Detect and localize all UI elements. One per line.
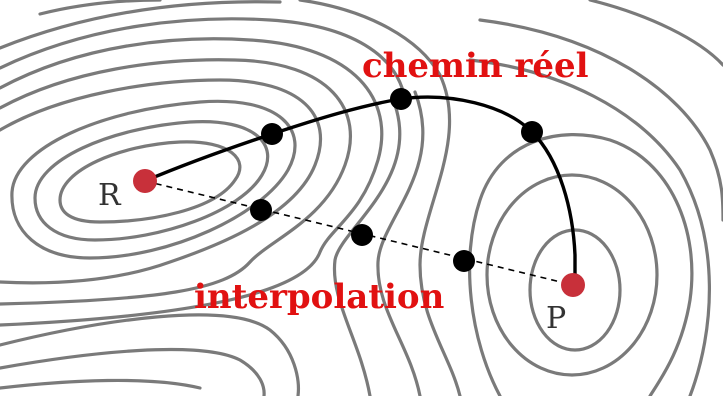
real-path-node (261, 123, 283, 145)
start-point-label: R (98, 178, 122, 213)
interpolation-node (351, 224, 373, 246)
contour-line (0, 17, 407, 102)
contour-line (298, 0, 462, 396)
contour-line (528, 228, 622, 352)
contour-line (33, 120, 270, 242)
contour-line (376, 90, 425, 396)
contour-line (0, 58, 352, 306)
contour-line (0, 347, 266, 396)
contour-line (0, 378, 202, 390)
reactant-point (133, 169, 157, 193)
contour-line (58, 140, 242, 224)
contour-line (468, 58, 711, 396)
interpolation-label: interpolation (194, 277, 444, 317)
contour-line (0, 0, 282, 50)
interpolation-node (453, 250, 475, 272)
contour-line (10, 99, 297, 260)
real-path (143, 95, 577, 287)
contour-line (38, 0, 162, 16)
contour-line (485, 173, 659, 377)
product-point (561, 273, 585, 297)
barrier-contours (298, 0, 462, 396)
real-path-label: chemin réel (362, 46, 589, 86)
contour-line (588, 0, 723, 67)
contour-line (0, 78, 322, 285)
real-path-node (521, 121, 543, 143)
product-well-contours (468, 0, 723, 396)
contour-line (332, 103, 402, 396)
contour-line (468, 133, 694, 396)
end-point-label: P (546, 301, 566, 336)
contour-line (0, 313, 300, 396)
interpolation-node (250, 199, 272, 221)
contour-line (0, 37, 384, 327)
real-path-node (390, 88, 412, 110)
reactant-well-contours (0, 0, 407, 396)
contour-line (478, 18, 723, 222)
